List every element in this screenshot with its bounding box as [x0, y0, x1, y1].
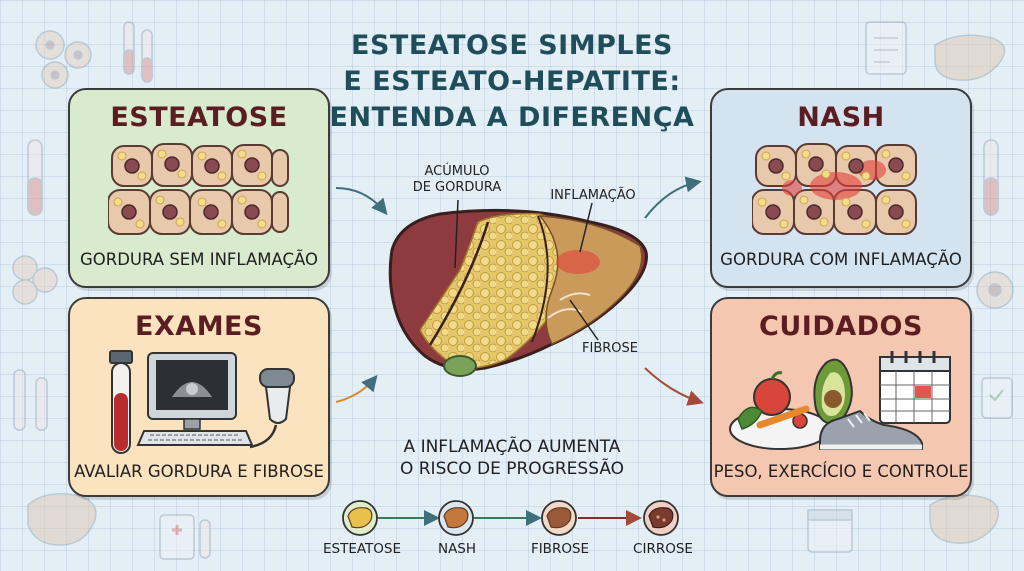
progression-note: A INFLAMAÇÃO AUMENTA O RISCO DE PROGRESS… [392, 436, 632, 480]
bg-tube-icon [123, 21, 153, 83]
arrow-exames-to-liver [335, 374, 378, 403]
exam-illustration [109, 350, 295, 454]
card-caption-cuidados: PESO, EXERCÍCIO E CONTROLE [713, 462, 969, 481]
bg-tube-icon [27, 139, 43, 216]
step-label-fibrose: FIBROSE [530, 541, 590, 557]
card-cuidados: CUIDADOS PESO, EXERCÍCIO E CONTRO [710, 297, 972, 497]
card-heading-cuidados: CUIDADOS [759, 311, 923, 342]
bg-cells-icon [976, 271, 1014, 309]
pointer-fat [454, 199, 459, 269]
step-label-cirrose: CIRROSE [633, 541, 693, 557]
bg-clipboard-icon [159, 514, 211, 560]
label-inflammation: INFLAMAÇÃO [550, 188, 636, 203]
ultrasound-probe-icon [249, 368, 295, 449]
bg-clipboard-icon [981, 377, 1013, 419]
arrow-esteatose-to-liver [335, 187, 388, 216]
progression-note-line-1: A INFLAMAÇÃO AUMENTA [403, 437, 621, 457]
page-title: ESTEATOSE SIMPLES E ESTEATO-HEPATITE: EN… [300, 28, 724, 136]
card-nash: NASH GORDURA COM INFLAMAÇÃO [710, 88, 972, 288]
ultrasound-monitor-icon [147, 352, 237, 430]
title-line-2: E ESTEATO-HEPATITE: [343, 66, 681, 97]
inflamed-cells-icon [752, 143, 917, 235]
step-label-esteatose: ESTEATOSE [322, 541, 402, 557]
sneaker-icon [819, 409, 923, 450]
bg-cells-icon [35, 30, 92, 89]
arrow-liver-to-nash [644, 176, 702, 219]
label-fat-accumulation: ACÚMULO DE GORDURA [402, 164, 512, 196]
bg-liver-icon [27, 493, 97, 546]
keyboard-icon [136, 430, 254, 446]
step-label-nash: NASH [437, 541, 477, 557]
card-exames: EXAMES AVALIAR GORDURA E FIBROSE [68, 297, 330, 497]
avocado-icon [813, 358, 853, 425]
step-icon-esteatose [342, 500, 378, 536]
label-fat-line-1: ACÚMULO [424, 164, 490, 179]
step-icon-fibrose [541, 500, 577, 536]
title-line-1: ESTEATOSE SIMPLES [351, 30, 673, 61]
bg-cells-icon [12, 255, 58, 305]
fat-cells-icon [108, 143, 289, 235]
bg-clipboard-icon [865, 21, 907, 75]
arrow-liver-to-cuidados [644, 367, 704, 406]
pointer-inflammation [579, 202, 593, 253]
care-illustration [729, 351, 951, 450]
bg-liver-icon [934, 34, 1006, 81]
step-icon-cirrose [643, 500, 679, 536]
bg-tube-icon [13, 369, 48, 431]
progression-note-line-2: O RISCO DE PROGRESSÃO [399, 459, 625, 479]
step-icon-nash [438, 500, 474, 536]
title-line-3: ENTENDA A DIFERENÇA [329, 102, 695, 133]
bg-tube-icon [983, 139, 999, 216]
card-caption-esteatose: GORDURA SEM INFLAMAÇÃO [79, 250, 319, 269]
food-plate-icon [729, 371, 831, 450]
blood-tube-icon [109, 350, 133, 454]
pointer-fibrosis [569, 299, 599, 341]
card-heading-esteatose: ESTEATOSE [110, 102, 288, 133]
bg-calendar-icon [807, 509, 853, 553]
card-esteatose: ESTEATOSE GORDURA SEM INFLAMAÇÃO [68, 88, 330, 288]
card-heading-nash: NASH [797, 102, 885, 133]
card-caption-nash: GORDURA COM INFLAMAÇÃO [720, 250, 962, 269]
card-heading-exames: EXAMES [135, 311, 263, 342]
calendar-icon [879, 351, 951, 424]
liver-icon [388, 208, 648, 377]
bg-liver-icon [929, 494, 1000, 544]
label-fibrosis: FIBROSE [582, 341, 638, 356]
card-caption-exames: AVALIAR GORDURA E FIBROSE [74, 462, 324, 481]
label-fat-line-2: DE GORDURA [412, 180, 502, 195]
